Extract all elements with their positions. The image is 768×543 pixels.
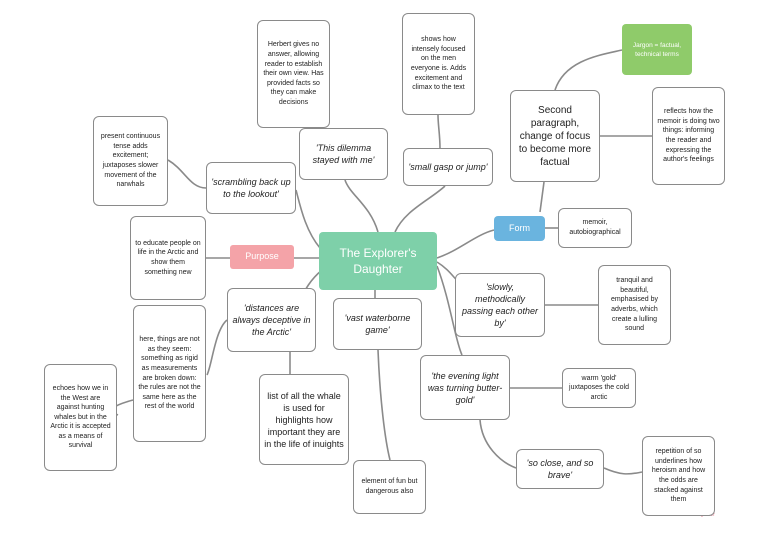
link-distances-here	[206, 319, 228, 376]
slowly-quote[interactable]: 'slowly, methodically passing each other…	[455, 273, 545, 337]
memoir-note: memoir, autobiographical	[558, 208, 632, 248]
list-all-note: list of all the whale is used for highli…	[259, 374, 349, 465]
so-close-quote[interactable]: 'so close, and so brave'	[516, 449, 604, 489]
evening-quote[interactable]: 'the evening light was turning butter-go…	[420, 355, 510, 420]
link-evening-soclose	[479, 419, 517, 469]
link-scrambling-present	[167, 159, 207, 189]
warm-gold-note: warm 'gold' juxtaposes the cold arctic	[562, 368, 636, 408]
dilemma-quote[interactable]: 'This dilemma stayed with me'	[299, 128, 388, 180]
link-central-evening	[436, 265, 463, 356]
element-note: element of fun but dangerous also	[353, 460, 426, 514]
link-second-jargon	[554, 49, 623, 91]
link-central-form	[436, 229, 495, 259]
repetition-note: repetition of so underlines how heroism …	[642, 436, 715, 516]
scrambling-quote[interactable]: 'scrambling back up to the lookout'	[206, 162, 296, 214]
gasp-quote[interactable]: 'small gasp or jump'	[403, 148, 493, 186]
link-gasp-shows	[437, 114, 441, 149]
central-topic[interactable]: The Explorer's Daughter	[319, 232, 437, 290]
jargon-note: Jargon = factual, technical terms	[622, 24, 692, 75]
echoes-note: echoes how we in the West are against hu…	[44, 364, 117, 471]
link-soclose-repetition	[603, 467, 643, 475]
herbert-note: Herbert gives no answer, allowing reader…	[257, 20, 330, 128]
vast-quote[interactable]: 'vast waterborne game'	[333, 298, 422, 350]
purpose-node[interactable]: Purpose	[230, 245, 294, 269]
link-central-dilemma	[344, 179, 379, 233]
link-central-gasp	[394, 185, 446, 233]
distances-quote[interactable]: 'distances are always deceptive in the A…	[227, 288, 316, 352]
educate-note: to educate people on life in the Arctic …	[130, 216, 206, 300]
second-paragraph-node[interactable]: Second paragraph, change of focus to bec…	[510, 90, 600, 182]
present-note: present continuous tense adds excitement…	[93, 116, 168, 206]
link-form-second	[539, 181, 545, 213]
link-central-scrambling	[295, 189, 321, 249]
link-vast-element	[377, 349, 391, 461]
reflects-note: reflects how the memoir is doing two thi…	[652, 87, 725, 185]
here-things-note: here, things are not as they seem: somet…	[133, 305, 206, 442]
tranquil-note: tranquil and beautiful, emphasised by ad…	[598, 265, 671, 345]
form-node[interactable]: Form	[494, 216, 545, 241]
shows-note: shows how intensely focused on the men e…	[402, 13, 475, 115]
